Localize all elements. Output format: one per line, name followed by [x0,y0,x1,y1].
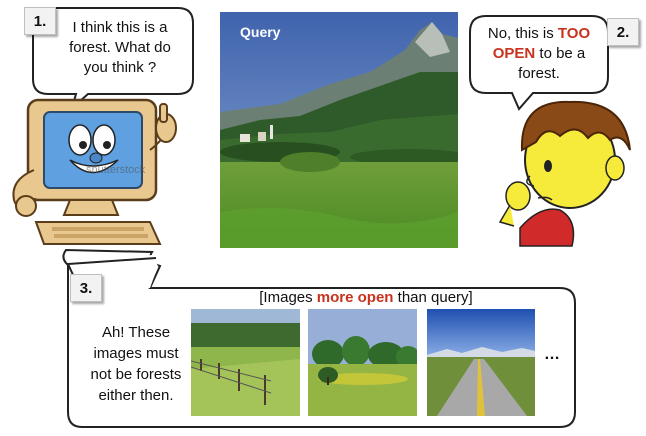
results-caption-pre: [Images [259,289,313,306]
bubble-3-text: Ah! These images must not be forests eit… [80,322,192,406]
bubble-2-text-pre: No, this is [487,25,554,42]
bubble-3-line-3: not be forests [90,366,182,383]
results-caption-highlight: more open [316,289,394,306]
bubble-3-line-2: images must [93,345,179,362]
results-caption-post: than query] [397,289,473,306]
query-image: Query [220,12,458,248]
result-thumbnail-1 [191,309,300,416]
result-thumbnail-3 [427,309,535,416]
bubble-1-line-3: you think ? [83,59,157,76]
bubble-2-line-3: forest. [518,65,560,82]
bubble-3-line-4: either then. [98,387,174,404]
result-thumbnail-2 [308,309,417,416]
bubble-3-line-1: Ah! These [101,324,171,341]
bubble-1-text: I think this is a forest. What do you th… [50,18,190,78]
speech-bubble-2 [469,15,609,111]
step-badge-2: 2. [607,18,639,46]
results-caption: [Images more open than query] [236,289,496,306]
bubble-2-text-post: to be a [539,45,586,62]
query-label: Query [240,24,281,40]
step-badge-3: 3. [70,274,102,302]
bubble-1-line-2: forest. What do [69,39,171,56]
bubble-1-line-1: I think this is a [72,19,168,36]
bubble-2-highlight-open: OPEN [492,45,536,62]
more-results-ellipsis: … [544,346,560,363]
watermark: shutterstock [86,164,146,176]
bubble-2-text: No, this is TOO OPEN to be a forest. [472,24,606,84]
bubble-2-highlight-too: TOO [557,25,591,42]
step-badge-1: 1. [24,7,56,35]
